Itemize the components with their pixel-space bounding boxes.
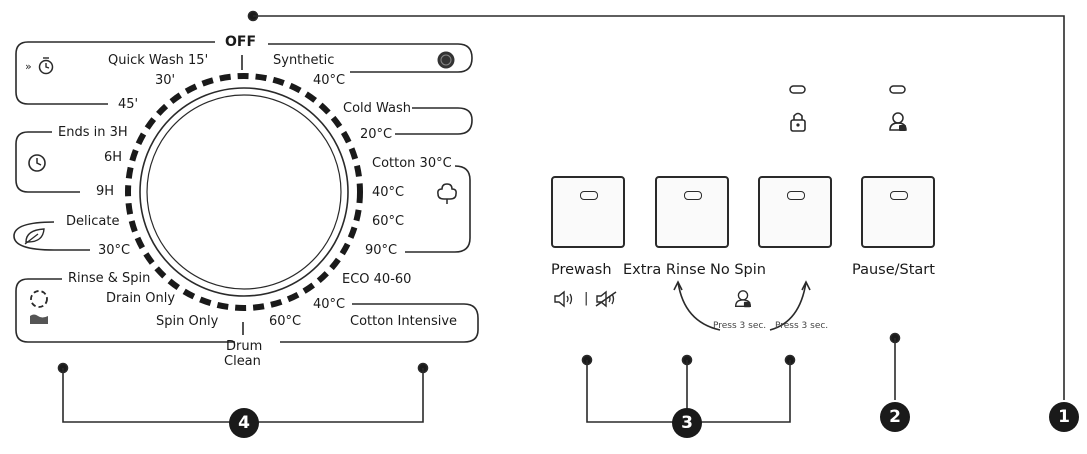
program-synthetic[interactable]: Synthetic xyxy=(273,53,335,68)
program-eco-40-60[interactable]: ECO 40-60 xyxy=(342,272,412,287)
program-spin-only[interactable]: Spin Only xyxy=(156,314,219,329)
sound-separator: | xyxy=(584,291,589,306)
quick-wash-icon: » xyxy=(25,57,54,75)
no-spin-led xyxy=(787,191,805,200)
callout-1: 1 xyxy=(1049,402,1079,432)
quick-wash-box xyxy=(15,41,215,105)
program-cold-wash-20[interactable]: 20°C xyxy=(360,127,393,142)
program-synthetic-40[interactable]: 40°C xyxy=(313,73,346,88)
sound-on-icon xyxy=(554,290,573,308)
program-delicate[interactable]: Delicate xyxy=(66,214,120,229)
program-rinse-spin[interactable]: Rinse & Spin xyxy=(68,271,151,286)
cotton-intensive-box xyxy=(280,303,479,343)
program-drum-clean-line1[interactable]: Drum xyxy=(226,339,263,354)
synthetic-box xyxy=(268,43,473,73)
extra-rinse-label: Extra Rinse xyxy=(623,262,706,278)
synthetic-icon xyxy=(437,51,455,69)
program-cold-wash[interactable]: Cold Wash xyxy=(343,101,412,116)
callout-4: 4 xyxy=(229,408,259,438)
pause-start-label: Pause/Start xyxy=(852,262,935,278)
rinse-spin-icon xyxy=(30,290,48,324)
press-3sec-note-right: Press 3 sec. xyxy=(775,321,829,331)
extra-rinse-led xyxy=(684,191,702,200)
program-cotton-30[interactable]: Cotton 30°C xyxy=(372,156,452,171)
program-cotton-60[interactable]: 60°C xyxy=(372,214,405,229)
svg-text:»: » xyxy=(25,60,32,73)
prewash-button[interactable] xyxy=(551,176,625,248)
callout-2: 2 xyxy=(880,402,910,432)
press-3sec-note-left: Press 3 sec. xyxy=(713,321,767,331)
program-cotton-90[interactable]: 90°C xyxy=(365,243,398,258)
cold-wash-box xyxy=(395,107,473,135)
child-lock-icon xyxy=(734,290,752,308)
clock-icon xyxy=(28,154,46,172)
no-spin-label: No Spin xyxy=(710,262,766,278)
program-delicate-30[interactable]: 30°C xyxy=(98,243,131,258)
dial-off-label[interactable]: OFF xyxy=(225,34,257,50)
program-ends-in-9h[interactable]: 9H xyxy=(96,184,115,199)
extra-rinse-button[interactable] xyxy=(655,176,729,248)
pause-start-button[interactable] xyxy=(861,176,935,248)
cotton-icon xyxy=(437,183,457,204)
dial-segment-ring xyxy=(125,73,363,311)
leaf-icon xyxy=(24,228,45,245)
program-cotton-intensive[interactable]: Cotton Intensive xyxy=(350,314,458,329)
program-cotton-40[interactable]: 40°C xyxy=(372,185,405,200)
program-quick-wash-30[interactable]: 30' xyxy=(155,73,176,88)
program-quick-wash-45[interactable]: 45' xyxy=(118,97,139,112)
prewash-led xyxy=(580,191,598,200)
program-ends-in-6h[interactable]: 6H xyxy=(104,150,123,165)
program-cotton-intensive-60[interactable]: 60°C xyxy=(269,314,302,329)
lock-icon xyxy=(790,112,806,132)
dial-inner-ring xyxy=(139,87,349,297)
cotton-box xyxy=(405,165,471,253)
pause-start-led xyxy=(890,191,908,200)
sound-off-icon xyxy=(595,290,617,308)
program-cotton-intensive-40[interactable]: 40°C xyxy=(313,297,346,312)
program-drain-only[interactable]: Drain Only xyxy=(106,291,176,306)
child-lock-icon xyxy=(889,112,907,131)
child-lock-led xyxy=(889,85,906,94)
dial-outer-ring xyxy=(146,94,342,290)
rinse-spin-box xyxy=(15,278,235,343)
prewash-label: Prewash xyxy=(551,262,612,278)
program-drum-clean-line2[interactable]: Clean xyxy=(224,354,261,369)
program-ends-in-3h[interactable]: Ends in 3H xyxy=(58,125,128,140)
program-quick-wash[interactable]: Quick Wash 15' xyxy=(108,53,209,68)
delicate-box xyxy=(13,221,90,251)
ends-in-box xyxy=(15,131,80,193)
no-spin-button[interactable] xyxy=(758,176,832,248)
door-lock-led xyxy=(789,85,806,94)
callout-3: 3 xyxy=(672,408,702,438)
